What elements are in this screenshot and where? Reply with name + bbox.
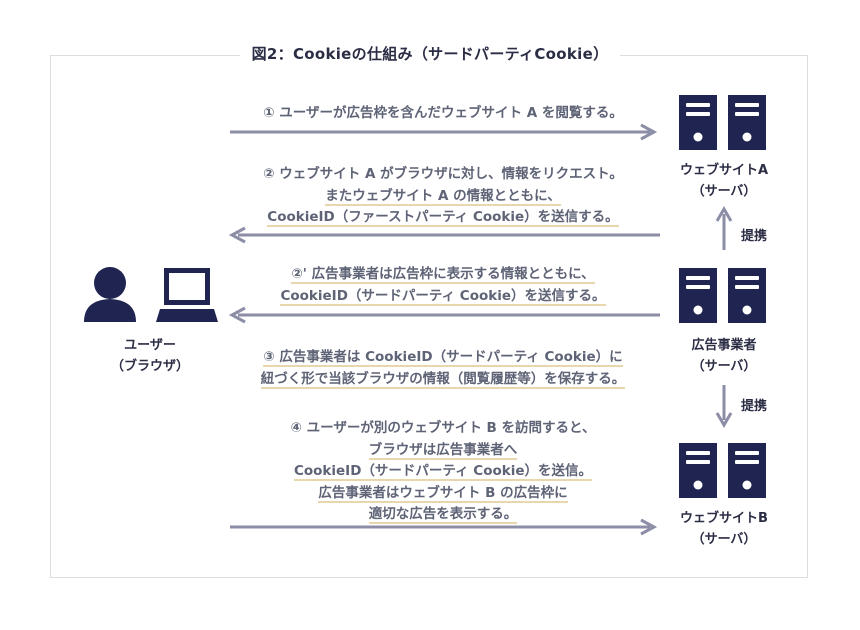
user-label: ユーザー （ブラウザ） bbox=[110, 338, 189, 374]
server-icon-ad-company bbox=[679, 268, 766, 323]
arrow-step4-right bbox=[230, 518, 658, 536]
step3-text: ③ 広告事業者は CookieID（サードパーティ Cookie）に 紐づく形で… bbox=[260, 349, 626, 389]
arrow-lower-link-down bbox=[715, 385, 733, 428]
step4-text: ④ ユーザーが別のウェブサイト B を訪問すると、 ブラウザは広告事業者へ Co… bbox=[290, 420, 596, 524]
server-label-website-a: ウェブサイトA （サーバ） bbox=[679, 163, 769, 199]
diagram-title: 図2：Cookieの仕組み（サードパーティCookie） bbox=[0, 43, 860, 64]
link-label-upper: 提携 bbox=[741, 229, 768, 244]
server-label-ad-company: 広告事業者 （サーバ） bbox=[691, 338, 757, 374]
user-person-icon bbox=[84, 267, 136, 322]
server-icon-website-a bbox=[679, 95, 766, 150]
arrow-upper-link-up bbox=[715, 206, 733, 250]
server-label-website-b: ウェブサイトB （サーバ） bbox=[680, 511, 768, 547]
arrow-step2b-left bbox=[228, 306, 660, 324]
step1-text: ① ユーザーが広告枠を含んだウェブサイト A を閲覧する。 bbox=[263, 105, 623, 121]
step2b-text: ②' 広告事業者は広告枠に表示する情報とともに、 CookieID（サードパーテ… bbox=[280, 266, 606, 306]
arrow-step2-left bbox=[228, 226, 660, 244]
step2-text: ② ウェブサイト A がブラウザに対し、情報をリクエスト。 またウェブサイト A… bbox=[263, 166, 623, 227]
arrow-step1-right bbox=[230, 123, 658, 141]
link-label-lower: 提携 bbox=[741, 399, 768, 414]
laptop-icon bbox=[156, 268, 218, 322]
server-icon-website-b bbox=[679, 443, 766, 498]
